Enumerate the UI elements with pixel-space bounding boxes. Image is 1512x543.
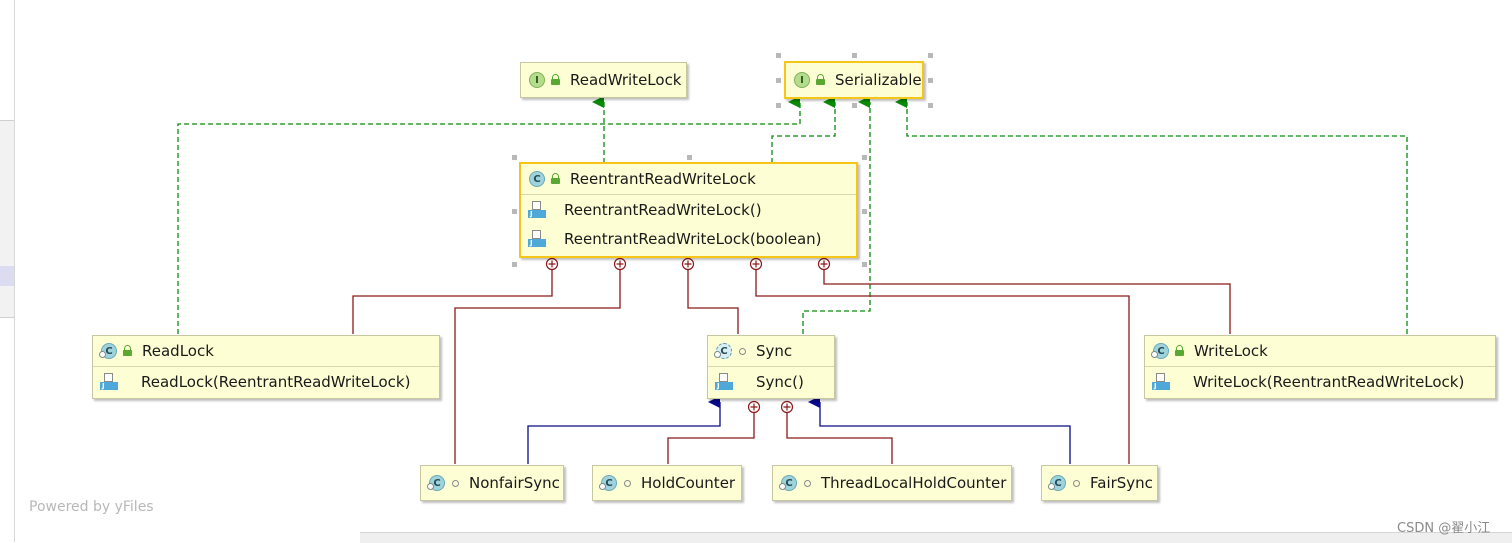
node-title: ReadLock <box>142 342 214 360</box>
yfiles-credit: Powered by yFiles <box>29 499 154 515</box>
selection-handle[interactable] <box>512 155 517 160</box>
node-readlock[interactable]: C ReadLock J ReadLock(ReentrantReadWrite… <box>92 335 440 399</box>
selection-handle[interactable] <box>776 103 781 108</box>
node-title: WriteLock <box>1194 342 1268 360</box>
node-serializable[interactable]: I Serializable <box>784 61 924 99</box>
selection-handle[interactable] <box>862 155 867 160</box>
selection-handle[interactable] <box>862 209 867 214</box>
constructor-icon: J <box>1152 373 1170 391</box>
package-private-icon <box>452 479 459 487</box>
edge-nonfairsync-extends-sync <box>527 396 721 464</box>
left-panel-selection <box>0 266 14 286</box>
member-constructor: ReentrantReadWriteLock(boolean) <box>564 230 822 248</box>
node-title: ReentrantReadWriteLock <box>570 170 756 188</box>
edge-writelock-implements-serializable <box>895 96 1408 334</box>
edge-sync-implements-serializable <box>802 96 871 334</box>
selection-handle[interactable] <box>862 262 867 267</box>
selection-handle[interactable] <box>928 103 933 108</box>
member-constructor: ReentrantReadWriteLock() <box>564 201 762 219</box>
node-title: Sync <box>756 342 793 360</box>
node-fairsync[interactable]: C FairSync <box>1041 465 1158 501</box>
node-title: ThreadLocalHoldCounter <box>821 474 1007 492</box>
constructor-icon: J <box>715 373 733 391</box>
left-tool-strip <box>0 0 15 542</box>
abstract-class-icon: C <box>714 343 732 359</box>
csdn-watermark: CSDN @翟小江 <box>1397 521 1491 536</box>
selection-handle[interactable] <box>928 78 933 83</box>
constructor-icon: J <box>528 230 546 248</box>
constructor-icon: J <box>528 201 546 219</box>
edge-reentrant-inner-readlock <box>352 270 553 334</box>
node-nonfairsync[interactable]: C NonfairSync <box>420 465 564 501</box>
edge-reentrant-inner-fairsync <box>755 270 1130 464</box>
node-threadlocalholdcounter[interactable]: C ThreadLocalHoldCounter <box>772 465 1012 501</box>
class-icon: C <box>599 475 617 491</box>
selection-handle[interactable] <box>852 53 857 58</box>
public-lock-icon <box>1174 345 1185 357</box>
class-icon: C <box>779 475 797 491</box>
member-constructor: ReadLock(ReentrantReadWriteLock) <box>141 373 411 391</box>
inner-class-marker <box>817 257 831 271</box>
inner-class-marker <box>780 400 794 414</box>
member-constructor: Sync() <box>756 373 804 391</box>
edge-reentrant-implements-serializable <box>771 96 836 163</box>
node-writelock[interactable]: C WriteLock J WriteLock(ReentrantReadWri… <box>1144 335 1496 399</box>
selection-handle[interactable] <box>928 53 933 58</box>
selection-handle[interactable] <box>512 209 517 214</box>
inner-class-marker <box>545 257 559 271</box>
constructor-icon: J <box>100 373 118 391</box>
public-lock-icon <box>122 345 133 357</box>
class-icon: C <box>99 343 117 359</box>
inner-class-marker <box>749 257 763 271</box>
public-lock-icon <box>550 173 561 185</box>
node-readwritelock[interactable]: I ReadWriteLock <box>520 62 687 98</box>
inner-class-marker <box>681 257 695 271</box>
public-lock-icon <box>550 74 561 86</box>
node-title: FairSync <box>1090 474 1153 492</box>
selection-handle[interactable] <box>687 155 692 160</box>
selection-handle[interactable] <box>852 103 857 108</box>
node-holdcounter[interactable]: C HoldCounter <box>592 465 742 501</box>
interface-icon: I <box>529 72 545 88</box>
inner-class-marker <box>747 400 761 414</box>
inner-class-marker <box>613 257 627 271</box>
package-private-icon <box>739 347 746 355</box>
class-icon: C <box>1151 343 1169 359</box>
member-constructor: WriteLock(ReentrantReadWriteLock) <box>1193 373 1465 391</box>
edge-reentrant-inner-nonfairsync <box>454 270 621 464</box>
node-title: HoldCounter <box>641 474 736 492</box>
class-icon: C <box>1048 475 1066 491</box>
interface-icon: I <box>794 72 810 88</box>
edge-readlock-implements-serializable <box>177 96 801 334</box>
package-private-icon <box>624 479 631 487</box>
package-private-icon <box>1073 479 1080 487</box>
edge-sync-inner-threadlocalholdcounter <box>786 413 893 464</box>
node-title: ReadWriteLock <box>570 71 682 89</box>
node-reentrantreadwritelock[interactable]: C ReentrantReadWriteLock J ReentrantRead… <box>519 162 858 258</box>
class-icon: C <box>427 475 445 491</box>
node-title: NonfairSync <box>469 474 560 492</box>
public-lock-icon <box>815 74 826 86</box>
selection-handle[interactable] <box>776 78 781 83</box>
node-title: Serializable <box>835 71 922 89</box>
edge-reentrant-inner-writelock <box>823 270 1231 334</box>
package-private-icon <box>804 479 811 487</box>
node-sync[interactable]: C Sync J Sync() <box>707 335 835 399</box>
edge-fairsync-extends-sync <box>808 396 1071 464</box>
selection-handle[interactable] <box>776 53 781 58</box>
edge-sync-inner-holdcounter <box>667 413 755 464</box>
class-icon: C <box>529 171 545 187</box>
horizontal-scrollbar[interactable] <box>360 532 1512 543</box>
selection-handle[interactable] <box>512 262 517 267</box>
edge-reentrant-inner-sync <box>687 270 739 334</box>
